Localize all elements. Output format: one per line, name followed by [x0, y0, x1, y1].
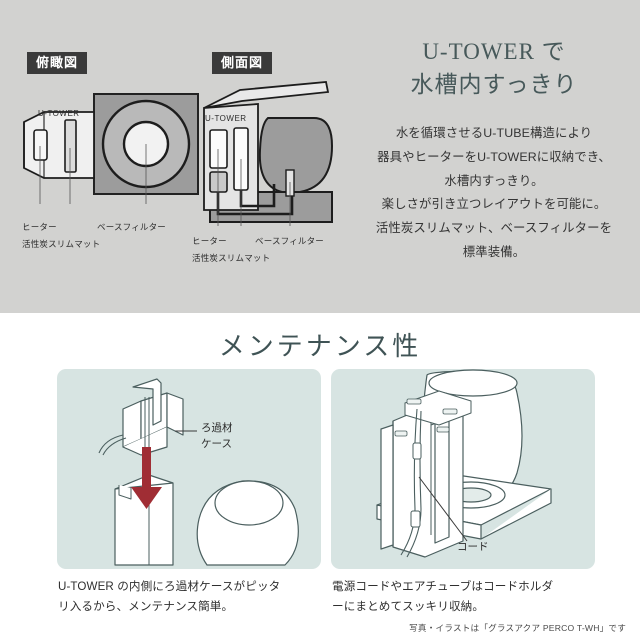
headline: U-TOWER で 水槽内すっきり [358, 36, 630, 101]
caption-filter-case-line-2: リ入るから、メンテナンス簡単。 [58, 599, 234, 613]
maintenance-section: メンテナンス性 [0, 313, 640, 640]
callout-cord-holder: コード [457, 541, 489, 553]
callout-filter-case: ろ過材 ケース [201, 420, 233, 453]
footer-credit: 写真・イラストは「グラスアクア PERCO T-WH」です [409, 623, 626, 633]
label-side-view-unit: U-TOWER [205, 114, 247, 123]
body-line-3: 水槽内すっきり。 [444, 173, 544, 188]
callout-filter-case-line-1: ろ過材 [201, 422, 233, 434]
label-side-view-carbon-mat: 活性炭スリムマット [192, 253, 271, 263]
body-line-4: 楽しさが引き立つレイアウトを可能に。 [381, 197, 607, 212]
label-top-view-base-filter: ベースフィルター [97, 222, 167, 232]
body-line-2: 器具やヒーターをU-TOWERに収納でき、 [377, 149, 611, 164]
body-copy: 水を循環させるU-TUBE構造により 器具やヒーターをU-TOWERに収納でき、… [352, 122, 636, 265]
product-structure-section: 俯瞰図 側面図 U-TOWER [0, 0, 640, 313]
body-line-1: 水を循環させるU-TUBE構造により [395, 126, 593, 140]
caption-cord-holder-line-2: ーにまとめてスッキリ収納。 [332, 599, 485, 613]
body-line-6: 標準装備。 [462, 245, 526, 260]
headline-line-2: 水槽内すっきり [410, 71, 578, 97]
badge-side-view: 側面図 [212, 52, 273, 74]
panel-filter-case: ろ過材 ケース [57, 369, 321, 569]
callout-filter-case-line-2: ケース [201, 438, 232, 451]
diagram-top-view: U-TOWER [18, 86, 203, 216]
label-top-view-carbon-mat: 活性炭スリムマット [22, 239, 101, 249]
badge-top-view: 俯瞰図 [27, 52, 88, 74]
label-side-view-base-filter: ベースフィルター [255, 236, 325, 246]
caption-cord-holder: 電源コードやエアチューブはコードホルダ ーにまとめてスッキリ収納。 [332, 577, 604, 617]
caption-filter-case: U-TOWER の内側にろ過材ケースがピッタ リ入るから、メンテナンス簡単。 [58, 577, 326, 617]
headline-line-1: U-TOWER で [422, 39, 566, 64]
label-top-view-heater: ヒーター [22, 222, 57, 232]
caption-filter-case-line-1: U-TOWER の内側にろ過材ケースがピッタ [58, 580, 281, 593]
panel-cord-holder: コード [331, 369, 595, 569]
section-title: メンテナンス性 [218, 332, 422, 361]
diagram-side-view: U-TOWER [196, 74, 346, 234]
body-line-5: 活性炭スリムマット、ベースフィルターを [375, 221, 613, 236]
caption-cord-holder-line-1: 電源コードやエアチューブはコードホルダ [332, 580, 554, 593]
label-top-view-unit: U-TOWER [38, 109, 80, 118]
label-side-view-heater: ヒーター [192, 236, 227, 246]
